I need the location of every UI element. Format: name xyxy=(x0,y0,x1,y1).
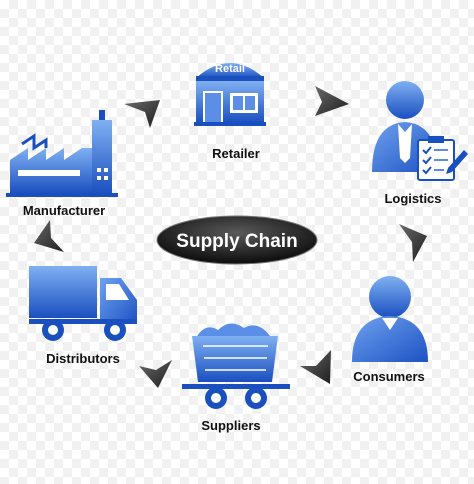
logistics-person-clipboard-icon xyxy=(372,81,468,181)
arrow-distributors-to-manufacturer xyxy=(34,220,64,252)
truck-icon xyxy=(29,266,137,341)
node-label-consumers: Consumers xyxy=(353,369,425,384)
node-label-distributors: Distributors xyxy=(46,351,120,366)
arrow-logistics-to-consumers xyxy=(399,224,427,262)
node-label-manufacturer: Manufacturer xyxy=(23,203,105,218)
mine-cart-icon xyxy=(182,323,290,409)
factory-icon xyxy=(6,110,118,197)
node-label-suppliers: Suppliers xyxy=(201,418,260,433)
node-label-retailer: Retailer xyxy=(212,146,260,161)
store-icon: Retail xyxy=(194,63,266,126)
center-oval: Supply Chain xyxy=(156,215,318,265)
arrow-suppliers-to-distributors xyxy=(139,360,172,388)
arrow-manufacturer-to-retailer xyxy=(124,100,160,128)
arrow-consumers-to-suppliers xyxy=(300,350,331,384)
arrow-retailer-to-logistics xyxy=(315,86,349,116)
center-label: Supply Chain xyxy=(176,231,297,252)
node-label-logistics: Logistics xyxy=(384,191,441,206)
store-sign: Retail xyxy=(215,63,245,75)
consumer-person-icon xyxy=(352,276,428,362)
